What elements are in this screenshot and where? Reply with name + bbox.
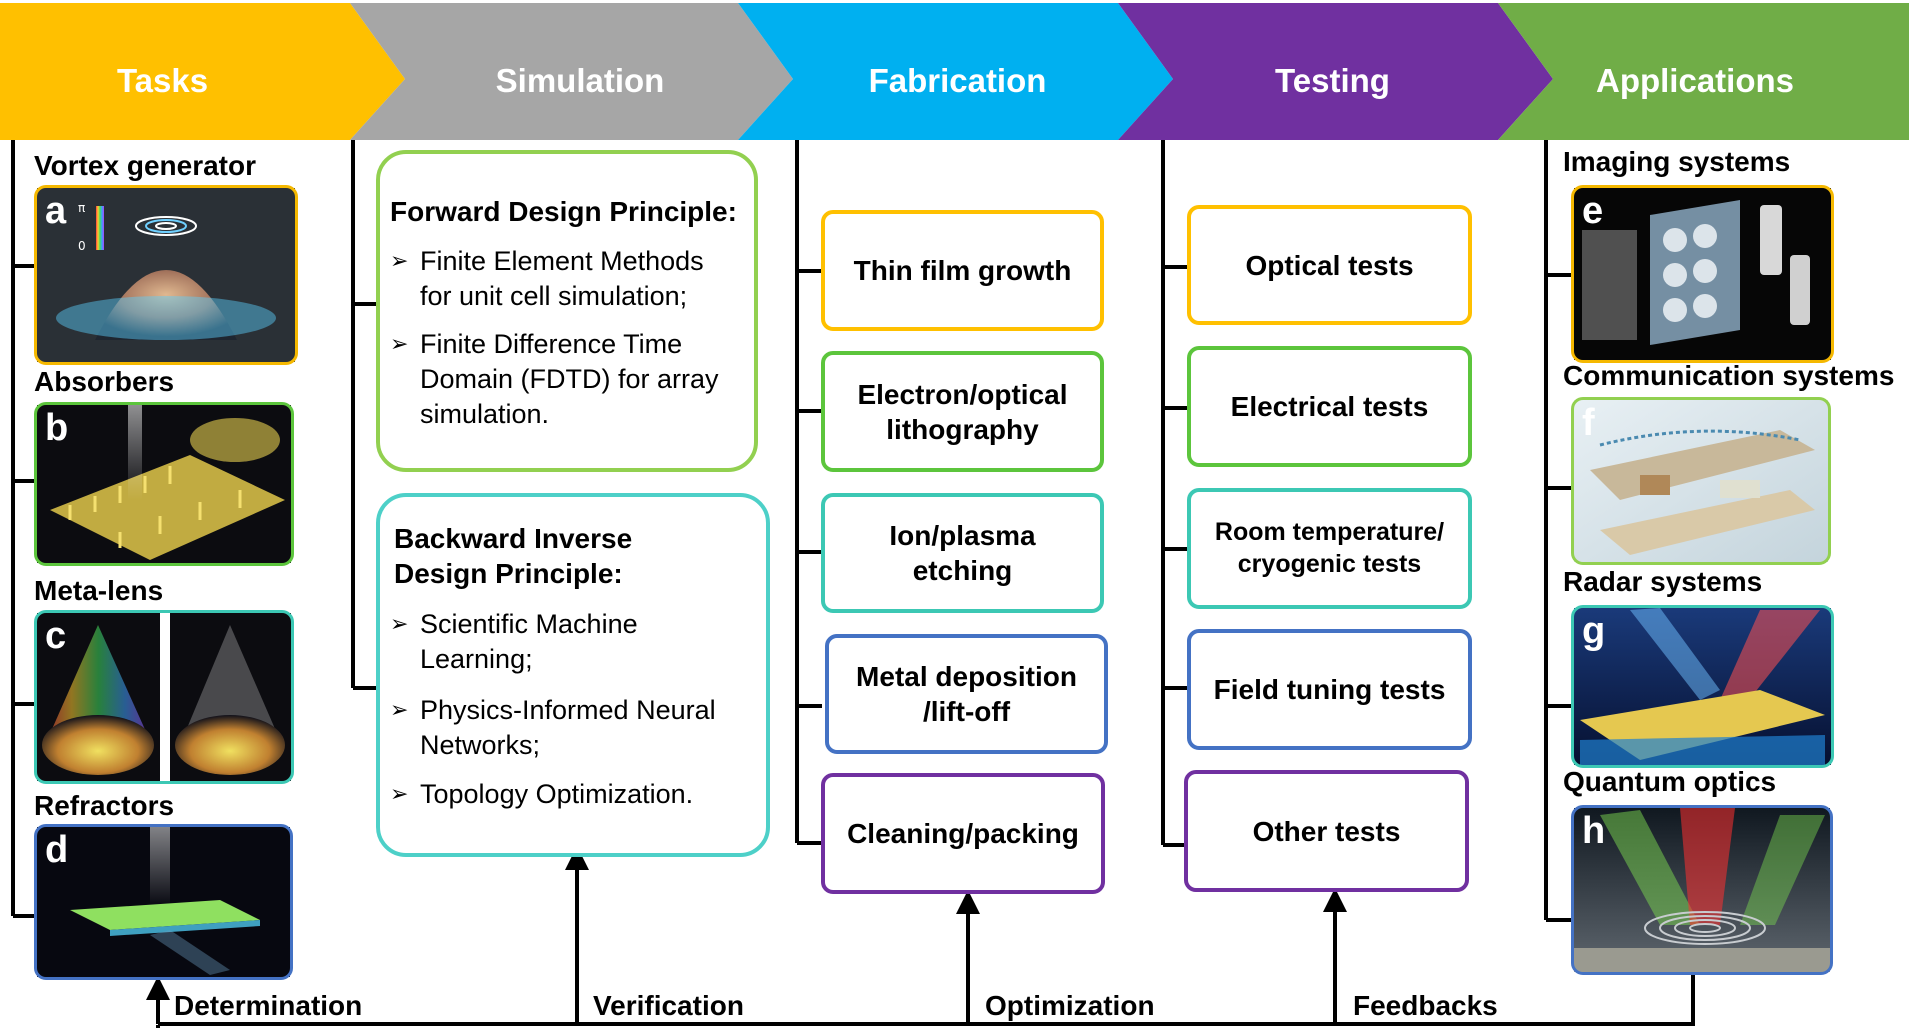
stage-label-testing: Testing: [1275, 62, 1390, 99]
test-other: Other tests: [1184, 770, 1469, 892]
fabrication-bracket: [795, 140, 822, 845]
chevron-simulation: [350, 3, 793, 140]
fabrication-step-label: Ion/plasma etching: [889, 520, 1036, 586]
forward-design-heading: Forward Design Principle:: [390, 196, 737, 227]
fabrication-step-lithography: Electron/optical lithography: [821, 351, 1104, 472]
app-title-imaging: Imaging systems: [1563, 146, 1791, 177]
chevron-fabrication: [738, 3, 1173, 140]
vortex-scale-top: π: [78, 201, 85, 215]
backward-design-item: ➢ Physics-Informed Neural Networks;: [390, 693, 760, 763]
backward-design-item: ➢ Scientific Machine Learning;: [390, 607, 750, 677]
stage-label-tasks: Tasks: [116, 62, 209, 99]
fabrication-step-label: Thin film growth: [853, 255, 1072, 286]
backward-design-item-text: Scientific Machine Learning;: [420, 609, 638, 675]
vortex-art: π 0: [37, 188, 295, 362]
communication-art: [1574, 400, 1828, 562]
stage-label-simulation: Simulation: [495, 62, 665, 99]
task-image-absorbers: b: [34, 402, 294, 566]
backward-design-item: ➢ Topology Optimization.: [390, 777, 760, 812]
task-image-meta-lens: c: [34, 610, 294, 784]
test-label: Optical tests: [1245, 249, 1414, 281]
stage-label-applications: Applications: [1595, 62, 1795, 99]
stage-label-fabrication: Fabrication: [868, 62, 1047, 99]
test-electrical: Electrical tests: [1187, 346, 1472, 467]
radar-art: [1574, 608, 1831, 765]
feedback-label-feedbacks: Feedbacks: [1353, 990, 1498, 1021]
fabrication-step-metal-deposition: Metal deposition /lift-off: [825, 634, 1108, 754]
app-title-communication: Communication systems: [1563, 360, 1895, 391]
bullet-arrow-icon: ➢: [390, 611, 409, 636]
backward-design-heading: Backward Inverse Design Principle:: [394, 523, 633, 589]
panel-letter-d: d: [45, 829, 69, 871]
app-title-quantum: Quantum optics: [1563, 766, 1777, 797]
app-title-radar: Radar systems: [1563, 566, 1763, 597]
task-image-vortex: a: [34, 185, 298, 365]
chevron-testing: [1118, 3, 1553, 140]
chevron-tasks: [0, 3, 405, 140]
panel-letter-e: e: [1582, 190, 1604, 232]
task-title-absorbers: Absorbers: [34, 366, 175, 397]
bullet-arrow-icon: ➢: [390, 331, 409, 356]
task-image-refractors: d: [34, 824, 293, 980]
feedback-label-optimization: Optimization: [985, 990, 1155, 1021]
quantum-art: [1574, 808, 1830, 972]
testing-bracket: [1161, 140, 1188, 847]
panel-letter-a: a: [45, 190, 67, 232]
backward-design-item-text: Physics-Informed Neural Networks;: [420, 695, 716, 761]
forward-design-item: ➢ Finite Element Methods for unit cell s…: [390, 244, 740, 314]
panel-letter-c: c: [45, 615, 67, 657]
applications-bracket: [1544, 140, 1572, 922]
test-label: Room temperature/ cryogenic tests: [1214, 518, 1445, 578]
task-title-refractors: Refractors: [34, 790, 175, 821]
test-field-tuning: Field tuning tests: [1187, 629, 1472, 750]
app-image-communication: f: [1571, 397, 1831, 565]
fabrication-step-thin-film: Thin film growth: [821, 210, 1104, 331]
app-image-imaging: e: [1571, 185, 1834, 363]
tasks-bracket: [11, 140, 38, 918]
forward-design-item-text: Finite Difference Time Domain (FDTD) for…: [420, 329, 719, 430]
forward-design-item-text: Finite Element Methods for unit cell sim…: [420, 246, 704, 312]
app-image-radar: g: [1571, 605, 1834, 768]
test-label: Electrical tests: [1230, 391, 1429, 422]
panel-letter-h: h: [1582, 810, 1606, 852]
fabrication-step-label: Electron/optical lithography: [857, 378, 1068, 445]
test-optical: Optical tests: [1187, 205, 1472, 325]
absorber-art: [37, 405, 291, 563]
feedback-label-verification: Verification: [593, 990, 744, 1021]
test-label: Other tests: [1252, 815, 1401, 847]
backward-design-item-text: Topology Optimization.: [420, 779, 694, 809]
task-title-vortex-generator: Vortex generator: [34, 150, 256, 181]
forward-design-box: Forward Design Principle: ➢ Finite Eleme…: [376, 150, 758, 472]
panel-letter-f: f: [1582, 402, 1595, 444]
chevron-applications: [1498, 3, 1909, 140]
refractor-art: [37, 827, 290, 977]
header-chevrons: [0, 3, 1909, 140]
feedback-label-determination: Determination: [174, 990, 363, 1021]
bracket-lines: [11, 140, 1572, 922]
fabrication-step-cleaning: Cleaning/packing: [821, 773, 1105, 894]
metalens-art: [37, 613, 291, 781]
test-label: Field tuning tests: [1213, 674, 1446, 705]
simulation-bracket: [351, 140, 378, 690]
bullet-arrow-icon: ➢: [390, 697, 409, 722]
bullet-arrow-icon: ➢: [390, 781, 409, 806]
panel-letter-g: g: [1582, 610, 1606, 652]
test-temperature: Room temperature/ cryogenic tests: [1187, 488, 1472, 609]
bullet-arrow-icon: ➢: [390, 248, 409, 273]
backward-design-box: Backward Inverse Design Principle: ➢ Sci…: [376, 493, 770, 857]
fabrication-step-label: Metal deposition /lift-off: [856, 661, 1077, 727]
app-image-quantum: h: [1571, 805, 1833, 975]
fabrication-step-label: Cleaning/packing: [847, 818, 1079, 849]
fabrication-step-etching: Ion/plasma etching: [821, 493, 1104, 613]
forward-design-item: ➢ Finite Difference Time Domain (FDTD) f…: [390, 327, 740, 432]
task-title-meta-lens: Meta-lens: [34, 575, 164, 606]
panel-letter-b: b: [45, 407, 69, 449]
vortex-scale-bottom: 0: [78, 239, 86, 253]
imaging-art: [1574, 188, 1831, 360]
